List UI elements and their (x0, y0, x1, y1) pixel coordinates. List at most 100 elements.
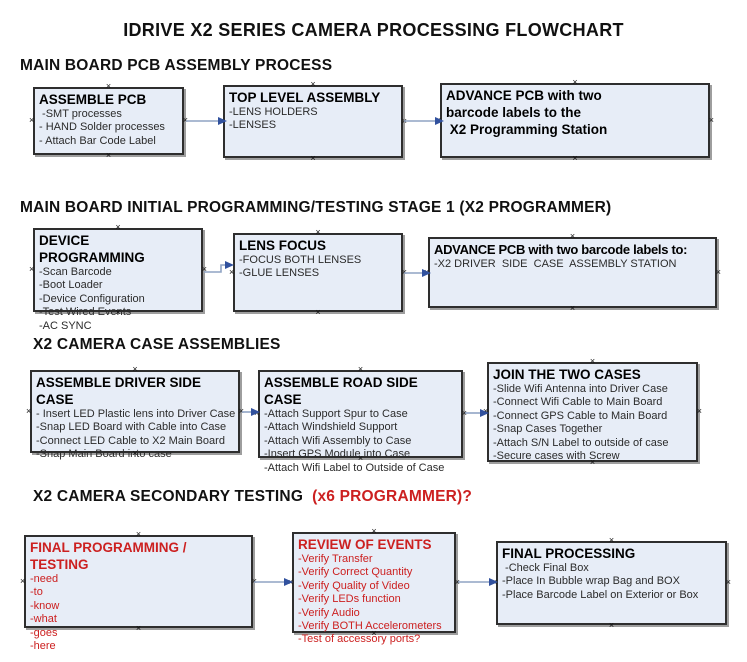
box-item: -Check Final Box (502, 562, 589, 574)
flow-box-advance-pcb-to-driver-side-station[interactable]: ADVANCE PCB with two barcode labels to: … (424, 232, 721, 313)
box-item: -Test Wired Events (39, 306, 132, 319)
flow-box-final-programming-testing[interactable]: FINAL PROGRAMMING / TESTING -need-to-kno… (20, 530, 257, 653)
anchor-mark: × (251, 575, 257, 586)
box-item: -GLUE LENSES (239, 267, 320, 280)
box-items: -FOCUS BOTH LENSES-GLUE LENSES (239, 254, 397, 281)
anchor-mark: × (492, 577, 498, 588)
anchor-mark: × (608, 620, 615, 630)
box-item: - Attach Bar Code Label (39, 134, 156, 147)
box-title: DEVICE PROGRAMMING (39, 233, 145, 265)
flow-box-join-the-two-cases[interactable]: JOIN THE TWO CASES -Slide Wifi Antenna i… (483, 357, 702, 467)
box-item: -Place Barcode Label on Exterior or Box (502, 588, 699, 601)
anchor-mark: × (115, 222, 121, 232)
box-item: - HAND Solder processes (39, 121, 165, 134)
box-title: TOP LEVEL ASSEMBLY (229, 90, 381, 105)
box-item: -Boot Loader (39, 279, 103, 292)
box-item: -Place In Bubble wrap Bag and BOX (502, 575, 680, 588)
box-item: -Slide Wifi Antenna into Driver Case (493, 383, 668, 395)
box-item: -FOCUS BOTH LENSES (239, 254, 362, 266)
flow-box-advance-pcb-to-programming-station[interactable]: ADVANCE PCB with two barcode labels to t… (436, 78, 714, 163)
flow-box-device-programming[interactable]: DEVICE PROGRAMMING -Scan Barcode-Boot Lo… (29, 223, 207, 332)
box-item: -X2 DRIVER SIDE CASE ASSEMBLY STATION (434, 258, 677, 270)
box-items: -Verify Transfer-Verify Correct Quantity… (298, 553, 450, 647)
box-item: -what (30, 613, 57, 626)
anchor-mark: × (219, 115, 225, 126)
box-title: ASSEMBLE PCB (39, 92, 147, 107)
flow-box-final-processing[interactable]: FINAL PROCESSING -Check Final Box-Place … (492, 536, 731, 630)
section-heading-text: MAIN BOARD INITIAL PROGRAMMING/TESTING S… (20, 199, 612, 216)
box-item: -Attach Windshield Support (264, 421, 398, 434)
flow-box-review-of-events[interactable]: REVIEW OF EVENTS -Verify Transfer-Verify… (288, 527, 460, 646)
anchor-mark: × (357, 364, 364, 374)
box-item: -Snap Cases Together (493, 423, 603, 436)
anchor-mark: × (29, 115, 35, 126)
flow-box-assemble-road-side-case[interactable]: ASSEMBLE ROAD SIDE CASE -Attach Support … (254, 365, 467, 474)
anchor-mark: × (608, 535, 615, 545)
box-item: -Connect LED Cable to X2 Main Board (36, 434, 225, 447)
section-heading-secondary-testing: X2 CAMERA SECONDARY TESTING (x6 PROGRAMM… (33, 488, 472, 506)
box-item: -Attach Support Spur to Case (264, 408, 408, 420)
page-title: IDRIVE X2 SERIES CAMERA PROCESSING FLOWC… (123, 20, 624, 40)
anchor-mark: × (26, 405, 32, 416)
box-item: -Verify Audio (298, 606, 360, 619)
anchor-mark: × (572, 77, 578, 87)
box-item: -Verify Correct Quantity (298, 566, 413, 579)
anchor-mark: × (105, 150, 112, 160)
anchor-mark: × (132, 364, 138, 374)
anchor-mark: × (182, 115, 188, 126)
box-item: -LENSES (229, 119, 277, 132)
section-heading-text: MAIN BOARD PCB ASSEMBLY PROCESS (20, 57, 333, 74)
box-title: FINAL PROCESSING (502, 546, 636, 561)
flow-box-assemble-pcb[interactable]: ASSEMBLE PCB -SMT processes- HAND Solder… (29, 82, 188, 160)
section-heading-case-assemblies: X2 CAMERA CASE ASSEMBLIES (33, 336, 281, 354)
box-title: LENS FOCUS (239, 238, 327, 253)
box-items: -X2 DRIVER SIDE CASE ASSEMBLY STATION (434, 258, 711, 271)
anchor-mark: × (569, 303, 576, 313)
box-title: ASSEMBLE DRIVER SIDE CASE (36, 375, 205, 407)
box-item: -Verify LEDs function (298, 593, 401, 606)
box-items: -Slide Wifi Antenna into Driver Case -Con… (493, 383, 692, 463)
anchor-mark: × (229, 266, 235, 277)
flow-box-assemble-driver-side-case[interactable]: ASSEMBLE DRIVER SIDE CASE - Insert LED P… (26, 365, 244, 461)
box-item: -Connect GPS Cable to Main Board (493, 409, 668, 422)
anchor-mark: × (572, 153, 578, 163)
section-heading-red-text: (x6 PROGRAMMER)? (307, 488, 473, 505)
anchor-mark: × (461, 408, 467, 419)
box-item: -Verify Quality of Video (298, 579, 410, 592)
box-item: -Snap LED Board with Cable into Case (36, 421, 227, 434)
section-heading-pcb-assembly: MAIN BOARD PCB ASSEMBLY PROCESS (20, 57, 332, 75)
flow-box-top-level-assembly[interactable]: TOP LEVEL ASSEMBLY -LENS HOLDERS-LENSES … (219, 80, 407, 163)
box-title: ADVANCE PCB with two barcode labels to t… (446, 88, 608, 137)
anchor-mark: × (569, 231, 576, 241)
box-item: -AC SYNC (39, 319, 92, 332)
box-item: -LENS HOLDERS (229, 106, 318, 118)
anchor-mark: × (310, 153, 316, 163)
anchor-mark: × (725, 577, 731, 588)
box-item: -know (30, 599, 60, 612)
anchor-mark: × (315, 227, 321, 237)
anchor-mark: × (288, 576, 294, 587)
anchor-mark: × (371, 526, 377, 536)
box-item: -Insert GPS Module into Case (264, 448, 411, 461)
anchor-mark: × (29, 264, 35, 275)
flow-box-lens-focus[interactable]: LENS FOCUS -FOCUS BOTH LENSES-GLUE LENSE… (229, 228, 407, 317)
box-item: -Scan Barcode (39, 266, 112, 278)
anchor-mark: × (401, 115, 407, 126)
box-item: -need (30, 573, 59, 585)
section-heading-text: X2 CAMERA SECONDARY TESTING (33, 488, 308, 505)
section-heading-initial-programming: MAIN BOARD INITIAL PROGRAMMING/TESTING S… (20, 199, 611, 217)
anchor-mark: × (715, 266, 721, 277)
box-item: -Verify Transfer (298, 553, 373, 565)
anchor-mark: × (20, 575, 26, 586)
box-item: -Test of accessory ports? (298, 633, 421, 646)
anchor-mark: × (315, 307, 321, 317)
box-items: -Attach Support Spur to Case-Attach Wind… (264, 408, 457, 475)
box-item: -SMT processes (39, 108, 122, 120)
box-item: -Device Configuration (39, 292, 145, 305)
box-title: FINAL PROGRAMMING / TESTING (30, 540, 191, 572)
box-items: -Check Final Box-Place In Bubble wrap Ba… (502, 562, 721, 602)
anchor-mark: × (708, 114, 714, 125)
anchor-mark: × (424, 266, 430, 277)
anchor-mark: × (696, 406, 702, 417)
section-heading-text: X2 CAMERA CASE ASSEMBLIES (33, 336, 281, 353)
